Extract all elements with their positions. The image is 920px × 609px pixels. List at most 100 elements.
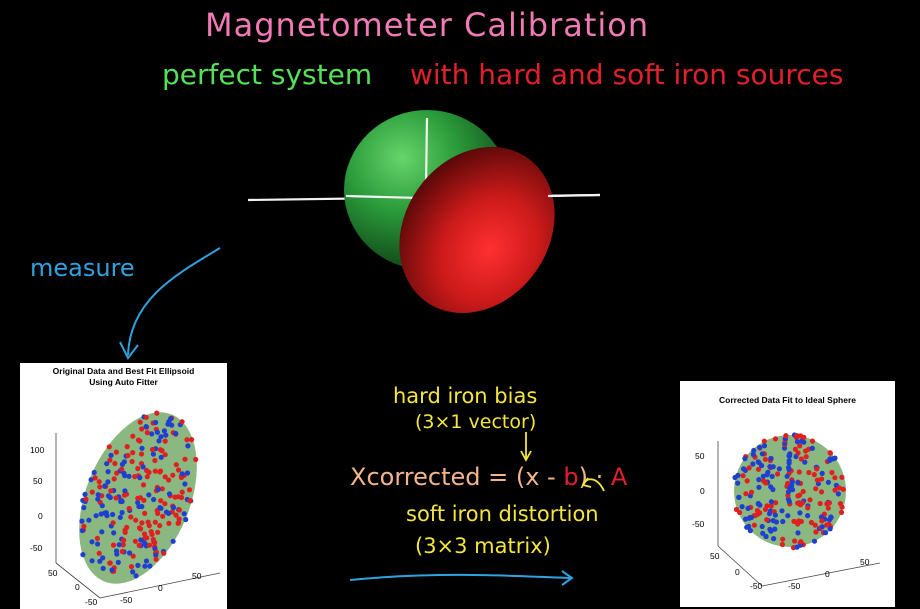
x-tick: 50 (48, 568, 58, 578)
red-ellipsoid (399, 146, 555, 314)
data-point (759, 451, 765, 457)
data-point (770, 464, 776, 470)
data-point (835, 491, 841, 497)
data-point (170, 504, 177, 511)
data-point (825, 479, 831, 485)
hard-soft-iron-label: with hard and soft iron sources (410, 58, 844, 91)
data-point (193, 456, 199, 463)
measure-arrowhead (119, 341, 139, 360)
data-point (158, 434, 164, 440)
data-point (784, 473, 790, 479)
data-point (776, 466, 782, 472)
data-point (179, 489, 185, 495)
data-point (175, 467, 182, 473)
data-point (184, 437, 190, 443)
x-tick: -50 (85, 597, 98, 607)
data-point (81, 523, 87, 529)
data-point (119, 466, 125, 472)
data-point (162, 501, 168, 507)
data-point (780, 518, 786, 525)
data-point (173, 512, 179, 518)
data-point (120, 542, 126, 548)
data-point (798, 539, 804, 545)
data-point (156, 438, 162, 444)
data-point (124, 444, 130, 450)
data-point (96, 550, 102, 556)
data-point (162, 438, 168, 444)
equation-open: = (x - (480, 463, 564, 491)
data-point (739, 504, 745, 510)
data-point (152, 457, 158, 464)
data-point (129, 458, 135, 465)
data-point (785, 513, 791, 519)
data-point (792, 538, 798, 544)
data-point (117, 514, 123, 520)
data-point (142, 535, 148, 541)
data-point (814, 477, 820, 483)
transform-arrow (349, 573, 571, 581)
data-point (161, 428, 167, 434)
data-point (755, 466, 762, 472)
data-point (176, 507, 182, 513)
perfect-system-label: perfect system (162, 58, 373, 91)
data-point (143, 558, 150, 564)
data-point (763, 480, 769, 486)
diagram-title: Magnetometer Calibration (205, 6, 650, 44)
data-point (104, 461, 110, 467)
data-point (760, 530, 766, 536)
data-point (768, 499, 774, 505)
data-point (158, 505, 164, 511)
data-point (81, 505, 87, 511)
data-point (785, 489, 792, 495)
data-point (147, 563, 153, 569)
data-point (802, 459, 808, 465)
data-point (185, 443, 191, 449)
data-point (99, 529, 105, 535)
data-point (135, 499, 141, 506)
data-point (95, 496, 101, 502)
data-point (742, 456, 748, 462)
data-point (813, 486, 819, 492)
data-point (153, 419, 159, 426)
y-tick: -50 (120, 595, 133, 605)
data-point (136, 525, 143, 531)
data-point (139, 426, 145, 432)
data-point (178, 494, 185, 501)
data-point (779, 541, 785, 548)
data-point (772, 526, 778, 532)
data-point (79, 518, 85, 524)
equation-b: b (563, 463, 579, 491)
data-point (152, 468, 158, 474)
data-point (168, 416, 174, 422)
data-point (96, 479, 102, 485)
data-point (155, 510, 161, 516)
data-point (179, 419, 185, 425)
data-point (137, 475, 143, 481)
data-point (105, 469, 111, 475)
data-point (86, 517, 92, 523)
data-point (780, 536, 786, 542)
data-point (119, 498, 125, 504)
data-point (135, 465, 141, 472)
data-point (735, 480, 741, 486)
data-point (139, 520, 145, 526)
data-point (128, 514, 134, 520)
data-point (163, 432, 169, 438)
data-point (798, 456, 804, 462)
data-point (187, 498, 193, 504)
data-point (166, 520, 172, 526)
data-point (93, 513, 99, 519)
data-point (133, 573, 139, 579)
data-point (740, 473, 746, 479)
data-point (105, 493, 112, 499)
data-point (186, 487, 193, 493)
corrected-plot-canvas (717, 432, 881, 587)
data-point (146, 542, 153, 548)
corrected-data-plot: Corrected Data Fit to Ideal Sphere 50 0 … (680, 381, 895, 607)
data-point (122, 488, 128, 494)
data-point (773, 500, 779, 506)
data-point (159, 486, 165, 492)
data-point (155, 529, 161, 535)
z-tick: 0 (700, 486, 705, 496)
